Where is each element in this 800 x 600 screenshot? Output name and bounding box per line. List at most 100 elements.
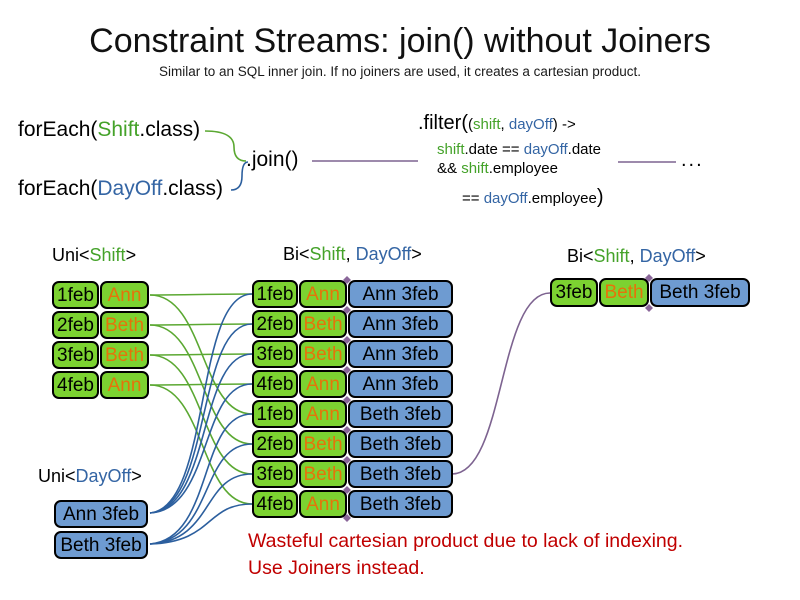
- code-text: &&: [437, 160, 462, 177]
- dayoff-to-bi-lines: [149, 293, 253, 545]
- shift-name-cell: Beth: [299, 340, 347, 368]
- header-shift-token: Shift: [593, 246, 630, 266]
- dayoff-cell: Beth 3feb: [348, 400, 453, 428]
- join-brace-lines: [204, 130, 676, 191]
- header-text: >: [695, 246, 706, 266]
- header-text: Uni<: [52, 245, 90, 265]
- code-text: .date ==: [464, 141, 524, 158]
- dayoff-arg-token: dayOff: [508, 116, 553, 133]
- foreach-dayoff-code: forEach(DayOff.class): [18, 177, 223, 201]
- table-row: Ann 3feb: [54, 500, 148, 528]
- dayoff-cell: Beth 3feb: [348, 430, 453, 458]
- dayoff-brace-line: [230, 161, 249, 191]
- shift-name-cell: Beth: [599, 278, 649, 307]
- header-text: >: [125, 245, 137, 265]
- bi-main-header: Bi<Shift, DayOff>: [283, 244, 422, 265]
- filter-line-4: == dayOff.employee): [462, 186, 604, 209]
- shift-name-cell: Ann: [299, 400, 347, 428]
- header-text: Uni<: [38, 466, 76, 486]
- shift-date-cell: 3feb: [252, 460, 298, 488]
- code-text: ) ->: [552, 116, 576, 133]
- dayoff-cell: Ann 3feb: [348, 280, 453, 308]
- code-text: .date: [567, 141, 602, 158]
- shift-name-cell: Beth: [100, 341, 149, 369]
- dayoff-cell: Beth 3feb: [348, 490, 453, 518]
- shift-arg-token: shift: [461, 160, 489, 177]
- uni-dayoff-header: Uni<DayOff>: [38, 466, 142, 487]
- shift-arg-token: shift: [437, 141, 465, 158]
- shift-date-cell: 4feb: [252, 490, 298, 518]
- header-text: Bi<: [283, 244, 310, 264]
- header-dayoff-token: DayOff: [75, 466, 132, 486]
- shift-arg-token: shift: [473, 116, 501, 133]
- shift-date-cell: 4feb: [252, 370, 298, 398]
- shift-date-cell: 1feb: [252, 280, 298, 308]
- header-dayoff-token: DayOff: [355, 244, 412, 264]
- shift-date-cell: 3feb: [52, 341, 99, 369]
- header-shift-token: Shift: [89, 245, 126, 265]
- shift-brace-line: [204, 130, 247, 162]
- dayoff-cell: Beth 3feb: [54, 531, 148, 559]
- dayoff-cell: Ann 3feb: [348, 310, 453, 338]
- code-text: .class): [162, 177, 224, 200]
- shift-date-cell: 1feb: [252, 400, 298, 428]
- header-text: >: [131, 466, 142, 486]
- shift-name-cell: Ann: [299, 370, 347, 398]
- code-text: ==: [462, 190, 484, 207]
- shift-name-cell: Ann: [299, 490, 347, 518]
- table-row: Beth 3feb: [54, 531, 148, 559]
- shift-name-cell: Beth: [299, 460, 347, 488]
- code-text: forEach(: [18, 118, 98, 141]
- code-text: .class): [139, 118, 201, 141]
- code-text: forEach(: [18, 177, 98, 200]
- shift-name-cell: Beth: [299, 310, 347, 338]
- code-text: ,: [500, 116, 509, 133]
- shift-date-cell: 2feb: [52, 311, 99, 339]
- result-line: [451, 292, 551, 475]
- code-text: (: [468, 116, 473, 133]
- dayoff-cell: Ann 3feb: [54, 500, 148, 528]
- page-title: Constraint Streams: join() without Joine…: [89, 22, 711, 60]
- shift-name-cell: Ann: [100, 281, 149, 309]
- shift-date-cell: 1feb: [52, 281, 99, 309]
- shift-date-cell: 3feb: [252, 340, 298, 368]
- shift-to-bi-lines: [149, 293, 253, 505]
- filter-line-2: shift.date == dayOff.date: [437, 141, 601, 158]
- shift-name-cell: Beth: [100, 311, 149, 339]
- dayoff-cell: Beth 3feb: [348, 460, 453, 488]
- dayoff-cell: Ann 3feb: [348, 340, 453, 368]
- uni-shift-header: Uni<Shift>: [52, 245, 136, 266]
- shift-date-cell: 2feb: [252, 430, 298, 458]
- header-dayoff-token: DayOff: [639, 246, 696, 266]
- code-text: .employee: [488, 160, 558, 177]
- filter-line-3: && shift.employee: [437, 160, 558, 177]
- header-text: ,: [629, 246, 640, 266]
- header-text: Bi<: [567, 246, 594, 266]
- join-label: .join(): [246, 148, 299, 171]
- shift-date-cell: 4feb: [52, 371, 99, 399]
- shift-name-cell: Ann: [299, 280, 347, 308]
- warning-note: Wasteful cartesian product due to lack o…: [248, 528, 683, 582]
- continuation-ellipsis: ...: [681, 149, 704, 171]
- foreach-shift-code: forEach(Shift.class): [18, 118, 200, 142]
- dayoff-arg-token: dayOff: [483, 190, 528, 207]
- warning-line-1: Wasteful cartesian product due to lack o…: [248, 530, 684, 552]
- dayoff-arg-token: dayOff: [523, 141, 568, 158]
- dayoff-cell: Beth 3feb: [650, 278, 750, 307]
